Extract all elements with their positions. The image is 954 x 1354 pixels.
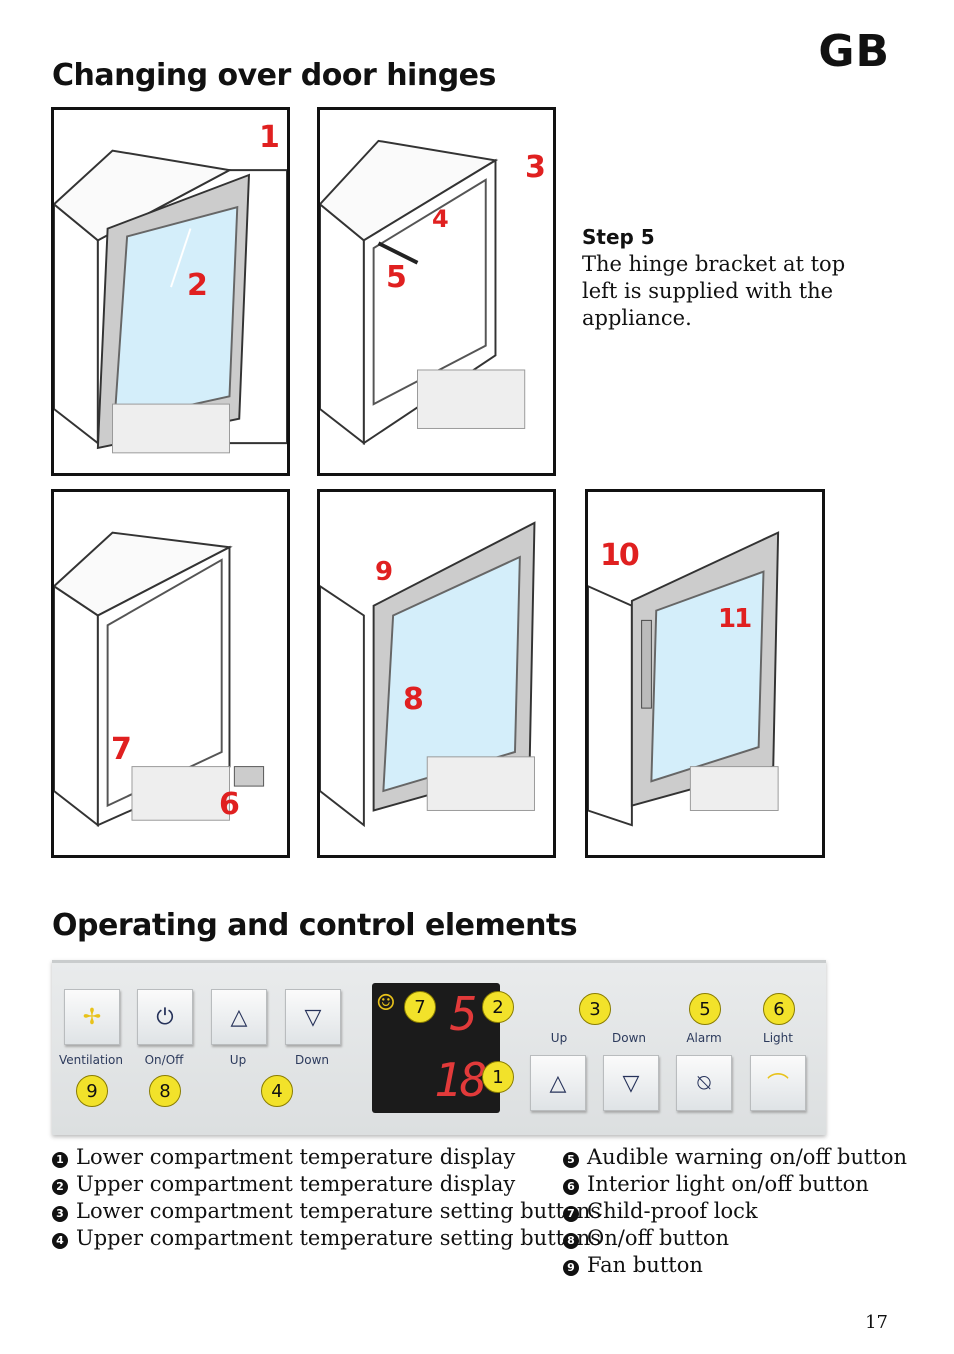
upper-down-button[interactable]: ▽ xyxy=(285,989,341,1045)
legend-mark: 7 xyxy=(563,1206,579,1222)
alarm-label: Alarm xyxy=(686,1031,722,1045)
legend-item: 3 Lower compartment temperature setting b… xyxy=(52,1198,601,1225)
lower-down-button[interactable]: ▽ xyxy=(603,1055,659,1111)
up-arrow-icon: △ xyxy=(549,1070,567,1096)
callout-7: 7 xyxy=(404,991,436,1023)
step-label-8: 8 xyxy=(403,682,424,717)
control-panel: ✢ Ventilation 9 ⏻ On/Off 8 △ Up 4 ▽ Down… xyxy=(52,960,826,1135)
power-icon: ⏻ xyxy=(156,1004,174,1030)
light-icon: ⌒ xyxy=(766,1073,789,1098)
figure-step-8-9: 8 9 xyxy=(317,489,556,858)
section-title-controls: Operating and control elements xyxy=(52,908,578,943)
callout-2: 2 xyxy=(482,991,514,1023)
legend-item: 6 Interior light on/off button xyxy=(563,1171,907,1198)
fridge-illustration xyxy=(54,149,287,454)
legend-item: 7 Child-proof lock xyxy=(563,1198,907,1225)
lower-down-label: Down xyxy=(611,1031,646,1045)
ventilation-button[interactable]: ✢ xyxy=(64,989,120,1045)
on-off-button[interactable]: ⏻ xyxy=(137,989,193,1045)
callout-9: 9 xyxy=(76,1075,108,1107)
step-text: The hinge bracket at top left is supplie… xyxy=(582,252,846,330)
light-button[interactable]: ⌒ xyxy=(750,1055,806,1111)
step-label-5: 5 xyxy=(386,260,407,295)
down-arrow-icon: ▽ xyxy=(622,1070,640,1096)
fridge-illustration xyxy=(54,531,265,828)
up-arrow-icon: △ xyxy=(230,1004,248,1030)
legend-mark: 3 xyxy=(52,1206,68,1222)
legend-text: On/off button xyxy=(587,1226,730,1250)
page-number: 17 xyxy=(865,1312,888,1333)
legend-text: Interior light on/off button xyxy=(587,1172,869,1196)
step-label-7: 7 xyxy=(111,732,132,767)
legend-text: Lower compartment temperature setting bu… xyxy=(76,1199,601,1223)
legend-text: Fan button xyxy=(587,1253,703,1277)
lower-temp-readout: 18 xyxy=(434,1053,487,1107)
legend-item: 9 Fan button xyxy=(563,1252,907,1279)
legend-mark: 2 xyxy=(52,1179,68,1195)
figure-step-1-2: 1 2 xyxy=(51,107,290,476)
legend-text: Upper compartment temperature display xyxy=(76,1172,516,1196)
legend-item: 4 Upper compartment temperature setting b… xyxy=(52,1225,601,1252)
temperature-display: ☺ 7 5 2 18 1 xyxy=(372,983,514,1113)
lower-up-button[interactable]: △ xyxy=(530,1055,586,1111)
step-label-2: 2 xyxy=(187,268,208,303)
step-5-note: Step 5 The hinge bracket at top left is … xyxy=(582,224,852,332)
lower-up-label: Up xyxy=(550,1031,568,1045)
legend-item: 5 Audible warning on/off button xyxy=(563,1144,907,1171)
upper-temp-readout: 5 xyxy=(450,987,478,1041)
legend-left: 1 Lower compartment temperature display 2… xyxy=(52,1144,601,1252)
step-label-1: 1 xyxy=(259,120,280,155)
alarm-off-icon: ⍉ xyxy=(697,1070,711,1096)
callout-3: 3 xyxy=(579,993,611,1025)
alarm-button[interactable]: ⍉ xyxy=(676,1055,732,1111)
smiley-lock-icon: ☺ xyxy=(376,991,396,1016)
step-label-3: 3 xyxy=(525,150,546,185)
legend-mark: 1 xyxy=(52,1152,68,1168)
fridge-illustration xyxy=(588,531,780,827)
legend-right: 5 Audible warning on/off button 6 Interior… xyxy=(563,1144,907,1279)
fridge-illustration xyxy=(320,521,536,828)
figure-step-10-11: 10 11 xyxy=(585,489,825,858)
legend-text: Upper compartment temperature setting bu… xyxy=(76,1226,602,1250)
callout-4: 4 xyxy=(261,1075,293,1107)
fridge-illustration xyxy=(320,139,526,446)
legend-item: 2 Upper compartment temperature display xyxy=(52,1171,601,1198)
step-heading: Step 5 xyxy=(582,225,655,249)
section-title-hinges: Changing over door hinges xyxy=(52,58,496,93)
step-label-10: 10 xyxy=(600,538,640,573)
figure-step-3-5: 3 4 5 xyxy=(317,107,556,476)
step-label-11: 11 xyxy=(718,604,752,634)
legend-item: 8 On/off button xyxy=(563,1225,907,1252)
callout-8: 8 xyxy=(149,1075,181,1107)
upper-up-label: Up xyxy=(229,1053,247,1067)
legend-mark: 5 xyxy=(563,1152,579,1168)
language-code: GB xyxy=(818,26,890,77)
legend-text: Child-proof lock xyxy=(587,1199,758,1223)
step-label-6: 6 xyxy=(219,787,240,822)
fan-icon: ✢ xyxy=(82,1004,102,1030)
step-label-4: 4 xyxy=(432,205,449,233)
down-arrow-icon: ▽ xyxy=(304,1004,322,1030)
legend-mark: 6 xyxy=(563,1179,579,1195)
legend-mark: 4 xyxy=(52,1233,68,1249)
callout-6: 6 xyxy=(763,993,795,1025)
callout-1: 1 xyxy=(482,1061,514,1093)
light-label: Light xyxy=(763,1031,793,1045)
figure-step-6-7: 6 7 xyxy=(51,489,290,858)
upper-up-button[interactable]: △ xyxy=(211,989,267,1045)
on-off-label: On/Off xyxy=(144,1053,184,1067)
legend-text: Audible warning on/off button xyxy=(587,1145,908,1169)
legend-mark: 8 xyxy=(563,1233,579,1249)
upper-down-label: Down xyxy=(294,1053,329,1067)
legend-mark: 9 xyxy=(563,1260,579,1276)
callout-5: 5 xyxy=(689,993,721,1025)
ventilation-label: Ventilation xyxy=(59,1053,123,1067)
step-label-9: 9 xyxy=(375,557,393,587)
legend-text: Lower compartment temperature display xyxy=(76,1145,516,1169)
legend-item: 1 Lower compartment temperature display xyxy=(52,1144,601,1171)
